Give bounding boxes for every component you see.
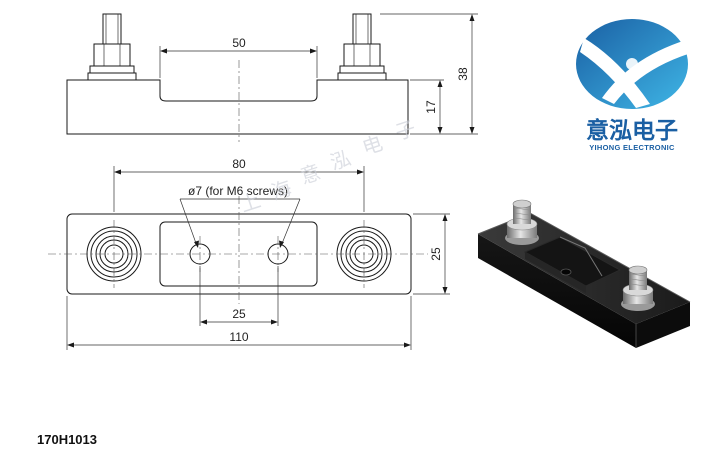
- side-view-base: [66, 79, 409, 135]
- dim-inner-spacing: 25: [232, 307, 246, 321]
- watermark-char-5: 电: [359, 131, 385, 160]
- watermark: 上 海 意 泓 电 子: [237, 116, 418, 217]
- watermark-char-4: 泓: [327, 146, 353, 175]
- dim-top-width: 50: [232, 36, 246, 50]
- product-render: [477, 199, 691, 348]
- render-left-stud: [505, 199, 539, 245]
- dim-length: 110: [229, 330, 248, 344]
- top-view: 80 ø7 (for M6 screws) 25 25 110: [48, 157, 450, 350]
- side-view-left-stud: [87, 13, 137, 81]
- watermark-char-6: 子: [392, 116, 418, 145]
- logo-mark-icon: [576, 19, 688, 109]
- side-view: 50 38 17: [66, 13, 478, 142]
- company-logo: 意泓电子 YIHONG ELECTRONIC: [576, 19, 688, 152]
- watermark-char-3: 意: [297, 160, 323, 189]
- render-right-stud: [621, 265, 655, 311]
- side-view-right-stud: [337, 13, 387, 81]
- dim-hole-callout: ø7 (for M6 screws): [188, 184, 288, 198]
- dim-height-base: 17: [424, 100, 438, 114]
- logo-english-name: YIHONG ELECTRONIC: [589, 143, 675, 152]
- dim-height-total: 38: [456, 67, 470, 81]
- watermark-char-2: 海: [268, 176, 294, 205]
- logo-chinese-name: 意泓电子: [586, 117, 678, 144]
- part-number: 170H1013: [37, 432, 97, 447]
- dim-hole-spacing: 80: [232, 157, 246, 171]
- dim-width: 25: [429, 247, 443, 261]
